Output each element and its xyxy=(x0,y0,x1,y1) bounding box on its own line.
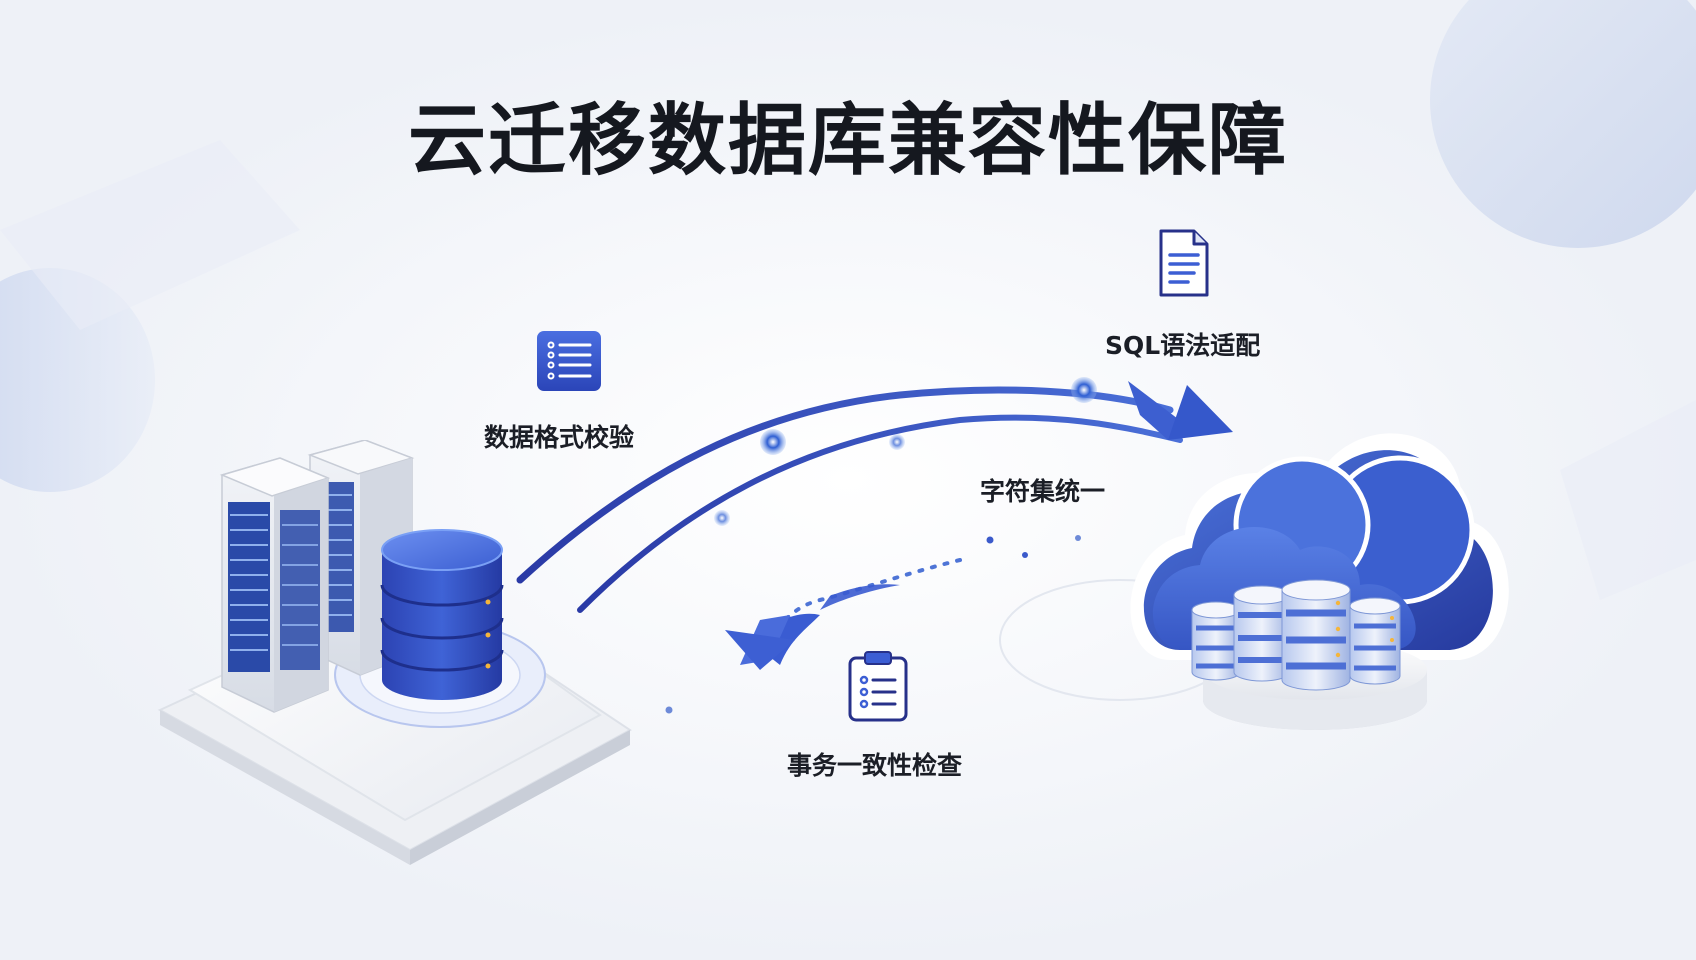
flow-node xyxy=(889,434,905,450)
decor-circle-left xyxy=(0,268,155,492)
label-transaction: 事务一致性检查 xyxy=(787,751,963,780)
checklist-icon xyxy=(537,331,601,391)
forward-arrow-lower xyxy=(577,414,1183,613)
clipboard-icon xyxy=(848,651,908,722)
decor-circle-top-right xyxy=(1430,0,1696,248)
flow-node xyxy=(760,429,786,455)
cloud-db-stack xyxy=(1191,579,1401,691)
document-icon xyxy=(1159,229,1209,297)
on-premise-server-database-icon xyxy=(157,440,632,865)
label-charset: 字符集统一 xyxy=(980,477,1106,506)
flow-node xyxy=(714,510,730,526)
return-arrowhead xyxy=(725,630,795,670)
label-sql-adapt: SQL语法适配 xyxy=(1105,331,1261,360)
label-format-check: 数据格式校验 xyxy=(484,423,635,452)
cloud-database-icon xyxy=(1130,433,1509,730)
page-title: 云迁移数据库兼容性保障 xyxy=(407,95,1288,186)
flow-node xyxy=(1071,377,1097,403)
